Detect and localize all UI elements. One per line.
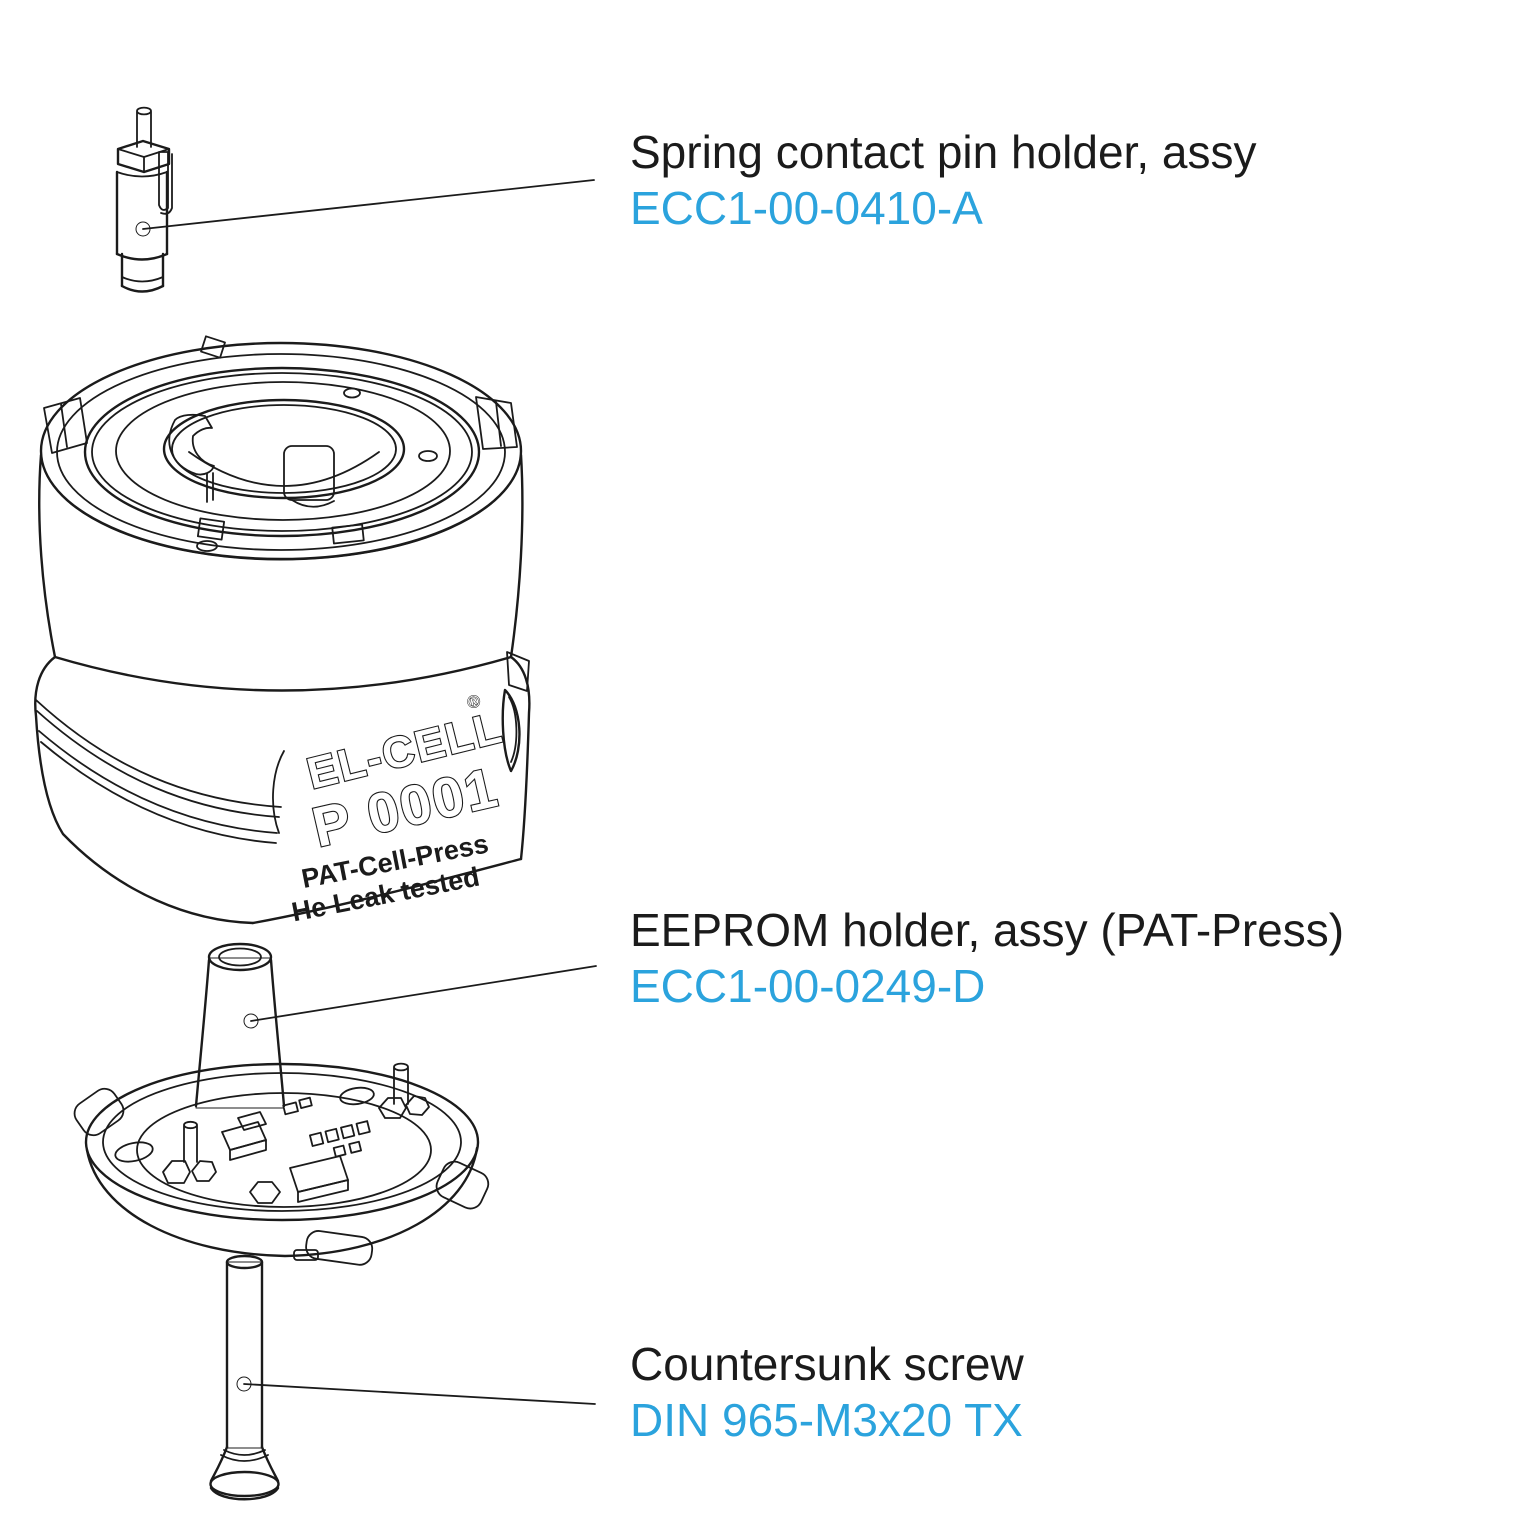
- cell-body-drawing: EL-CELL ® P 0001 PAT-Cell-Press He Leak …: [34, 335, 531, 927]
- part-title: Countersunk screw: [630, 1338, 1024, 1390]
- leader-dot-eeprom-holder: [243, 1013, 259, 1029]
- label-countersunk-screw: Countersunk screw DIN 965-M3x20 TX: [630, 1336, 1024, 1448]
- label-eeprom-holder: EEPROM holder, assy (PAT-Press) ECC1-00-…: [630, 902, 1344, 1014]
- leader-line-pin-holder: [142, 179, 595, 230]
- leader-line-screw: [243, 1383, 596, 1405]
- part-code: ECC1-00-0410-A: [630, 182, 983, 235]
- spring-contact-pin-holder-drawing: [115, 106, 173, 293]
- leader-lines: [135, 179, 597, 1405]
- eeprom-holder-drawing: [73, 942, 490, 1266]
- label-spring-contact-pin-holder: Spring contact pin holder, assy ECC1-00-…: [630, 124, 1256, 236]
- part-code: ECC1-00-0249-D: [630, 960, 986, 1013]
- leader-line-eeprom-holder: [250, 965, 597, 1022]
- part-title: Spring contact pin holder, assy: [630, 126, 1257, 178]
- part-title: EEPROM holder, assy (PAT-Press): [630, 904, 1345, 956]
- part-code: DIN 965-M3x20 TX: [630, 1394, 1023, 1447]
- countersunk-screw-drawing: [209, 1254, 280, 1501]
- engraving-registered-icon: ®: [465, 691, 482, 713]
